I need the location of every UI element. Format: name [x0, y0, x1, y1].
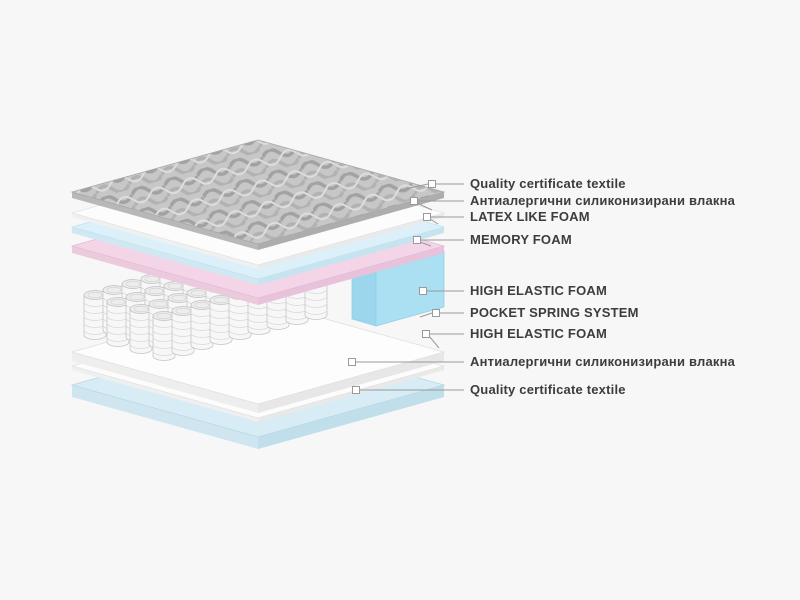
- bottom-textile-layer-side-left: [72, 385, 258, 449]
- leader-line: [419, 241, 432, 247]
- label-marker-square: [348, 358, 356, 366]
- label-latex-like-foam: LATEX LIKE FOAM: [470, 209, 590, 224]
- label-marker-square: [422, 330, 430, 338]
- label-marker-square: [428, 180, 436, 188]
- label-marker-square: [413, 236, 421, 244]
- label-marker-square: [423, 213, 431, 221]
- quilted-textile-top: [70, 139, 446, 245]
- label-marker-square: [352, 386, 360, 394]
- upper-fiber-sheet-side-left: [72, 213, 258, 269]
- leader-line: [399, 183, 429, 191]
- label-quality-certificate-textile-top: Quality certificate textile: [470, 176, 626, 191]
- label-pocket-spring-system: POCKET SPRING SYSTEM: [470, 305, 639, 320]
- label-high-elastic-foam-lower: HIGH ELASTIC FOAM: [470, 326, 607, 341]
- leader-line: [419, 312, 433, 318]
- label-antiallergic-fibers-lower: Антиалергични силиконизирани влакна: [470, 354, 736, 369]
- quilted-textile-side-left: [72, 192, 258, 250]
- leader-lines: [348, 180, 464, 394]
- lower-fiber-sheet-side-left: [72, 366, 258, 422]
- label-marker-square: [432, 309, 440, 317]
- layer-labels: Quality certificate textile Антиалергичн…: [470, 176, 736, 397]
- memory-foam-side-right: [258, 246, 444, 305]
- lower-fiber-sheet-side-right: [258, 366, 444, 422]
- leader-line: [416, 202, 433, 211]
- latex-foam-side-right: [258, 227, 444, 285]
- latex-foam-side-left: [72, 227, 258, 285]
- quilted-textile-layer: [70, 139, 446, 250]
- label-high-elastic-foam-upper: HIGH ELASTIC FOAM: [470, 283, 607, 298]
- label-memory-foam: MEMORY FOAM: [470, 232, 572, 247]
- bottom-textile-layer-side-right: [258, 385, 444, 449]
- label-marker-square: [419, 287, 427, 295]
- leader-line: [428, 335, 440, 349]
- label-quality-certificate-textile-bottom: Quality certificate textile: [470, 382, 626, 397]
- upper-fiber-sheet-side-right: [258, 213, 444, 269]
- leader-line: [429, 218, 439, 225]
- label-marker-square: [410, 197, 418, 205]
- memory-foam-side-left: [72, 246, 258, 305]
- quilted-textile-side-right: [258, 192, 444, 250]
- lower-foam-side-left: [72, 352, 258, 413]
- label-antiallergic-fibers-upper: Антиалергични силиконизирани влакна: [470, 193, 736, 208]
- lower-foam-side-right: [258, 352, 444, 413]
